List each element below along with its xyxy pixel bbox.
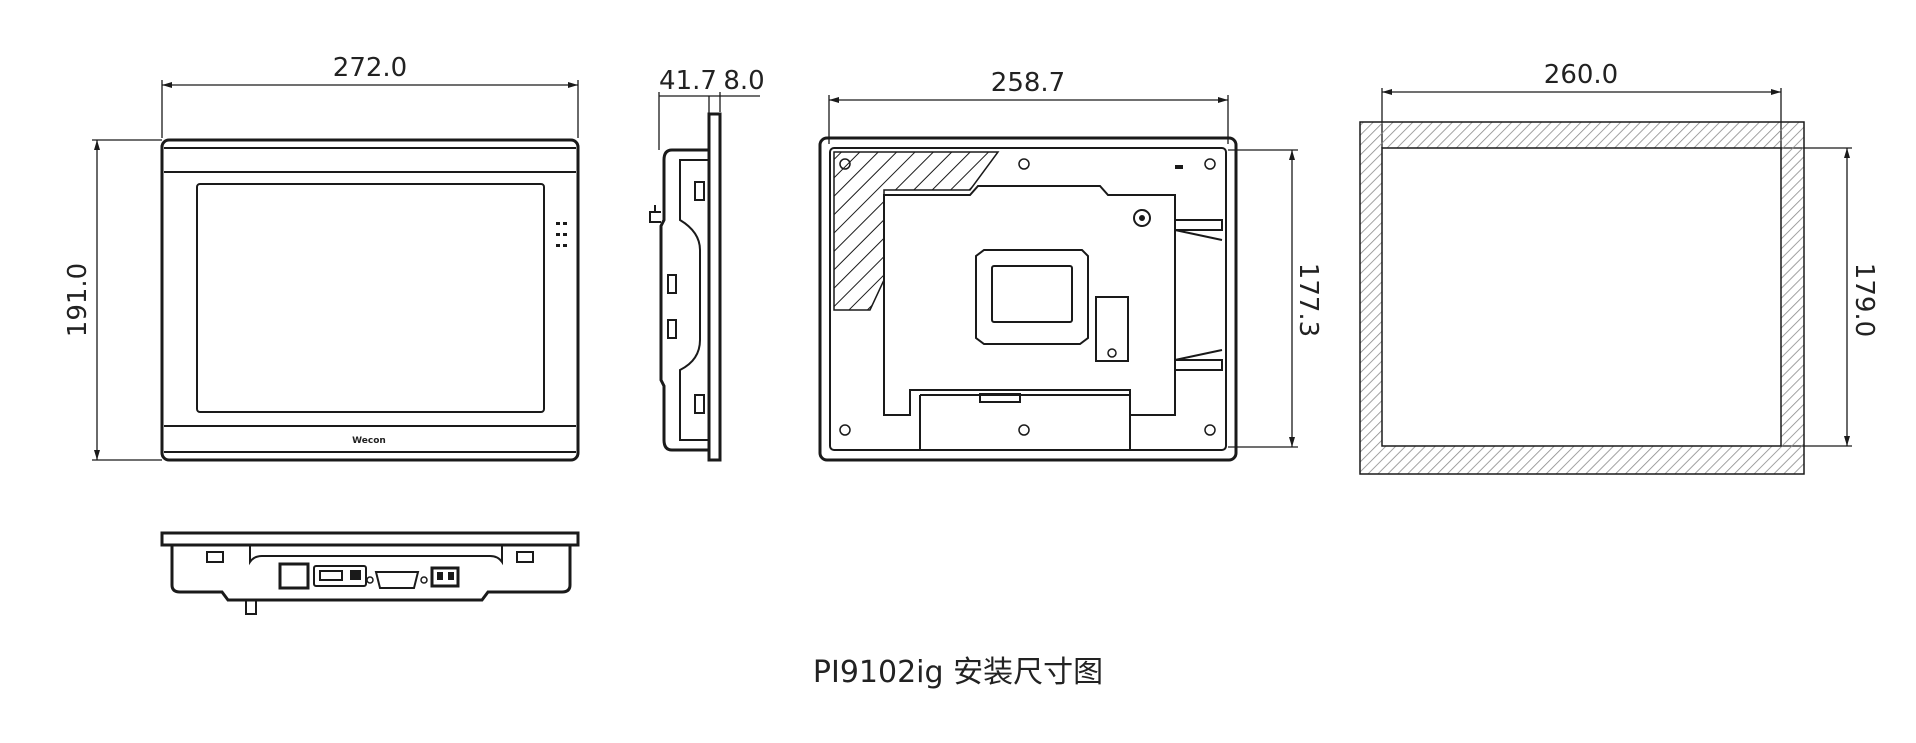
bottom-bezel bbox=[160, 531, 580, 547]
cutout-width-label: 260.0 bbox=[1544, 60, 1618, 90]
side-bezel bbox=[707, 112, 722, 462]
front-width-label: 272.0 bbox=[333, 53, 407, 83]
back-height-dimension: 177.3 bbox=[1228, 149, 1323, 448]
screw-hole-icons bbox=[839, 158, 1216, 436]
usb-port-icon bbox=[319, 570, 343, 581]
front-logo: Wecon bbox=[352, 436, 386, 446]
back-view: 258.7 177.3 bbox=[818, 68, 1323, 462]
front-width-dimension: 272.0 bbox=[161, 53, 579, 138]
back-cover-plate bbox=[1095, 296, 1129, 362]
panel-cutout-view: 260.0 179.0 bbox=[1359, 60, 1879, 475]
drawing-caption: PI9102ig 安装尺寸图 bbox=[813, 655, 1103, 690]
back-hatched-area bbox=[833, 151, 1000, 311]
usb-c-port-icon bbox=[350, 570, 361, 580]
front-height-dimension: 191.0 bbox=[63, 139, 162, 461]
front-housing bbox=[160, 138, 580, 462]
bottom-view bbox=[160, 531, 580, 615]
side-depth-dimension: 41.7 bbox=[658, 66, 721, 150]
side-bezel-dimension: 8.0 bbox=[708, 66, 765, 118]
back-width-dimension: 258.7 bbox=[828, 68, 1229, 144]
power-terminal-icon bbox=[430, 566, 460, 588]
cutout-height-label: 179.0 bbox=[1849, 263, 1879, 337]
cutout-width-dimension: 260.0 bbox=[1381, 60, 1782, 148]
ethernet-port-icon bbox=[278, 562, 310, 590]
back-chassis bbox=[883, 185, 1176, 416]
cutout-hatched-frame bbox=[1359, 121, 1805, 475]
bottom-housing bbox=[170, 545, 572, 602]
status-led-icons bbox=[556, 222, 567, 247]
bottom-port-icons bbox=[245, 562, 460, 615]
back-height-label: 177.3 bbox=[1293, 263, 1323, 337]
front-height-label: 191.0 bbox=[63, 263, 93, 337]
serial-port-icon bbox=[374, 571, 420, 589]
front-screen bbox=[196, 183, 545, 413]
back-housing bbox=[818, 136, 1238, 462]
back-width-label: 258.7 bbox=[991, 68, 1065, 98]
side-bezel-label: 8.0 bbox=[723, 66, 764, 96]
side-housing bbox=[659, 148, 709, 452]
side-depth-label: 41.7 bbox=[659, 66, 717, 96]
front-view: 272.0 191.0 Wecon bbox=[63, 53, 580, 462]
back-window-frame bbox=[975, 249, 1089, 345]
side-view: 41.7 8.0 bbox=[649, 66, 765, 462]
